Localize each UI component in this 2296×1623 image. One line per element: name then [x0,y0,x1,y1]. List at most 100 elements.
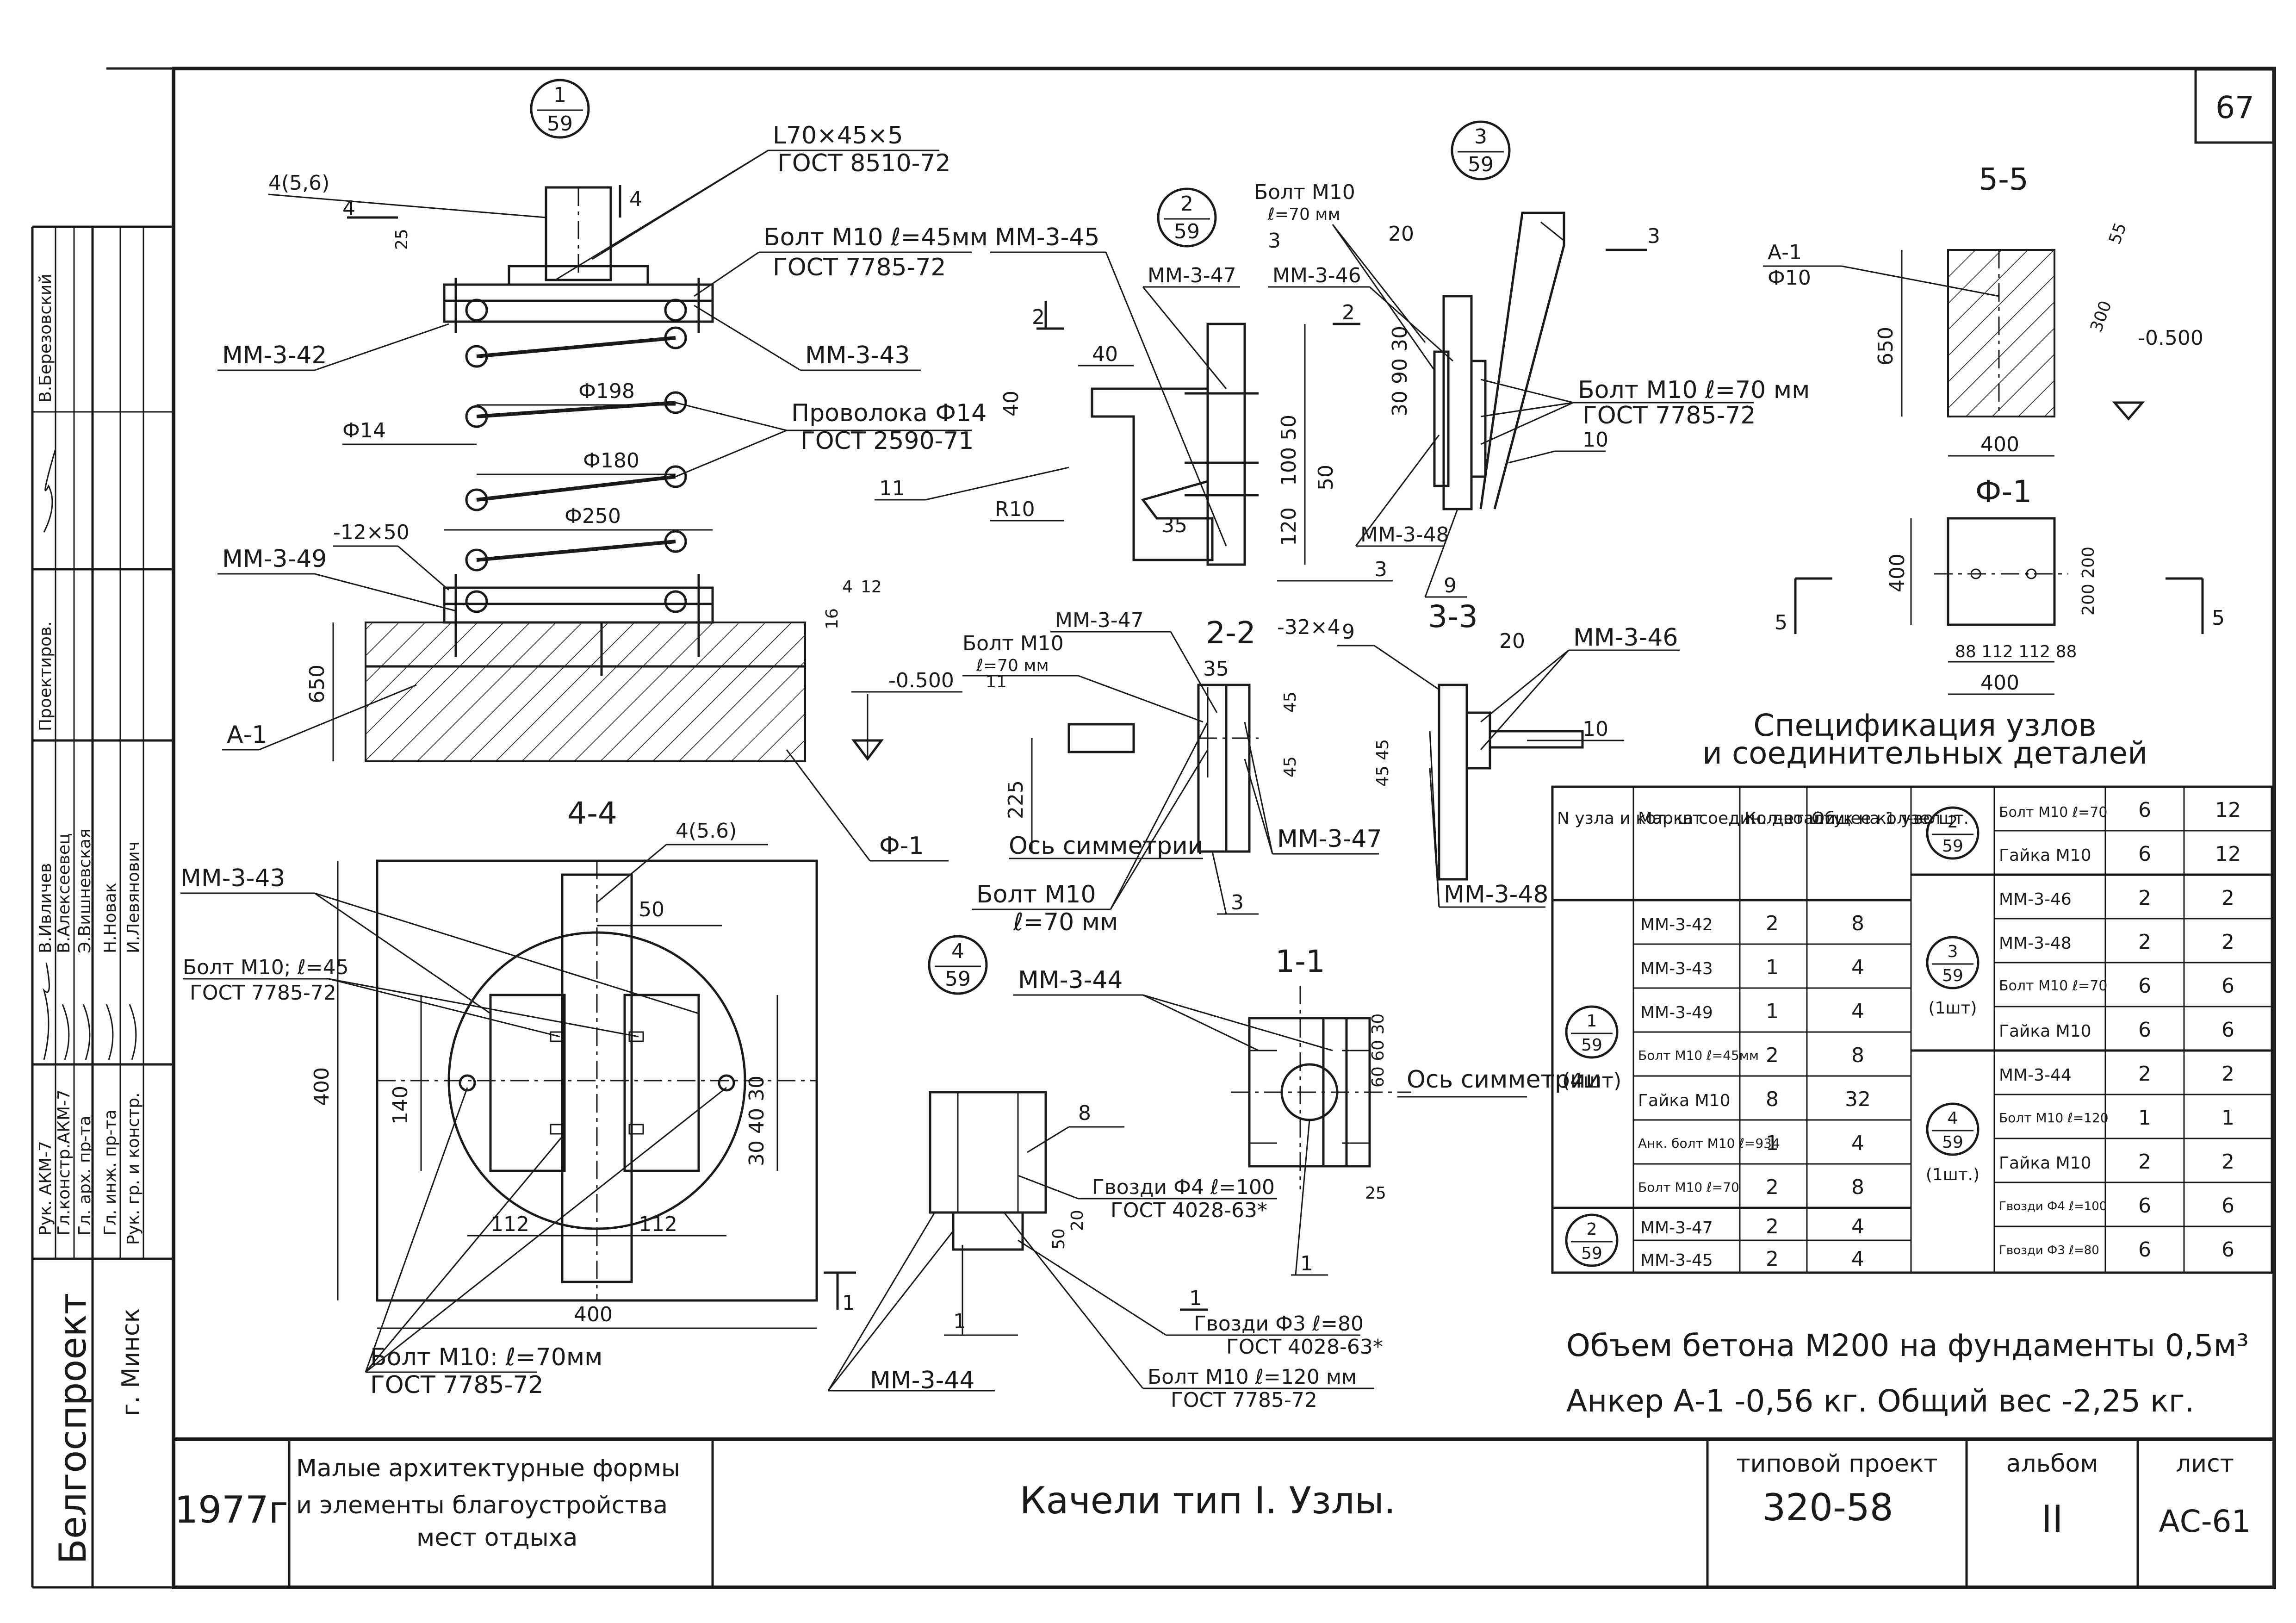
dim-45-b: 45 [1281,756,1300,777]
spec-n4-r1-q: 1 [2138,1106,2151,1130]
label-4-56: 4(5,6) [268,171,329,195]
left-stamp: Рук. АКМ-7 Гл.констр.АКМ-7 Гл. арх. пр-т… [32,227,174,1587]
dim-200200: 200 200 [2079,547,2098,616]
spec-rt-r1-q: 6 [2138,842,2151,866]
album-value: II [2041,1498,2063,1541]
label-gost7785-a: ГОСТ 7785-72 [773,254,946,281]
label-bolt70-a: Болт М10 ℓ=70 мм [1578,376,1810,404]
label-phi10: Ф10 [1768,266,1811,290]
spec-n1-r0-t: 8 [1851,912,1864,935]
org-city: г. Минск [117,1308,145,1416]
dim-650-b: 650 [1874,327,1898,366]
dim-40: 40 [1092,342,1118,366]
spec-n1-r1-q: 1 [1766,956,1779,979]
label-a1-b: А-1 [1768,241,1802,264]
signature-mark [42,962,50,1060]
spec-n3-r3-q: 6 [2138,1018,2151,1042]
spec-n4-r3-t: 6 [2222,1194,2234,1218]
notes: Объем бетона М200 на фундаменты 0,5м³ Ан… [1566,1328,2249,1419]
node-3-den: 59 [1468,153,1494,176]
dim-120: 120 [1277,507,1301,546]
stamp-name-0: В.Ивличев [36,863,55,953]
spec-node-2-num: 2 [1587,1220,1597,1239]
dim-300: 300 [2087,298,2116,335]
spec-n3-r0-t: 2 [2222,886,2234,910]
spec-n3-r2-q: 6 [2138,974,2151,998]
spec-n4-r0-q: 2 [2138,1062,2151,1086]
section-4-4: 4-4 ММ-3-43 Болт М10; ℓ=45 ГОСТ 7785-72 … [180,796,856,1399]
spec-node-4-num: 4 [1948,1109,1958,1128]
spec-n4-r4-mark: Гвозди Ф3 ℓ=80 [1999,1244,2099,1257]
spec-n1-r0-mark: ММ-3-42 [1640,915,1713,934]
spec-n4-r3-mark: Гвозди Ф4 ℓ=100 [1999,1200,2107,1213]
spec-rt-r0-mark: Болт М10 ℓ=70 [1999,804,2107,821]
section-5-5: 5-5 А-1 Ф10 650 300 55 -0.500 400 Ф-1 40… [1763,162,2225,695]
label-11: 11 [879,477,905,500]
spec-header-2: Кол-во штук на 1 узел [1744,809,1941,828]
label-mm346-b: ММ-3-46 [1573,624,1678,652]
spec-node-3-den: 59 [1942,966,1963,985]
spec-n1-r1-mark: ММ-3-43 [1640,959,1713,978]
dim-55: 55 [2105,220,2130,247]
label-d250: Ф250 [565,504,621,528]
spec-n3-r2-t: 6 [2222,974,2234,998]
dim-25: 25 [1365,1184,1386,1203]
dim-4: 4 [842,578,853,597]
dim-20-a: 20 [1388,222,1414,246]
page-number: 67 [2215,90,2254,125]
label-gost4028-a: ГОСТ 4028-63* [1111,1199,1267,1222]
spec-n2-r0-q: 2 [1766,1215,1779,1238]
label-8: 8 [1078,1101,1091,1125]
label-456: 4(5.6) [676,819,737,843]
spec-title-1: Спецификация узлов [1753,708,2096,743]
sec33-title: 3-3 [1428,599,1478,634]
stamp-name-2: Э.Вишневская [75,828,94,953]
sec55-title: 5-5 [1979,162,2029,197]
spec-n2-r1-mark: ММ-3-45 [1640,1251,1713,1270]
org-name: Белгоспроект [51,1293,94,1564]
label-mm343-b: ММ-3-43 [180,864,285,892]
label-angle: L70×45×5 [773,122,903,149]
label-mm348-a: ММ-3-48 [1360,523,1449,547]
title-block: 1977г Малые архитектурные формы и элемен… [174,1439,2251,1587]
dim-50-c: 50 [1049,1228,1068,1250]
stamp-designer: В.Березовский [36,274,55,403]
dim-50-a: 50 [639,898,664,921]
spec-header-0: N узла и кол. шт [1557,809,1702,828]
dim-20-b: 20 [1499,629,1525,653]
spec-header-3: Общее кол-во шт. [1812,809,1969,828]
label-9-b: 9 [1342,620,1355,644]
spec-n3-r3-mark: Гайка М10 [1999,1022,2091,1041]
cut-3-r: 3 [1647,224,1660,248]
label-11-b: 11 [986,672,1007,691]
spec-n1-r6-mark: Болт М10 ℓ=70 [1638,1180,1739,1195]
stamp-role-1: Гл.констр.АКМ-7 [55,1089,74,1236]
spec-n3-r3-t: 6 [2222,1018,2234,1042]
stamp-role-4: Рук. гр. и констр. [124,1092,143,1245]
stamp-name-4: И.Левянович [124,841,143,953]
stamp-proj-label: Проектиров. [36,621,55,731]
node-3-num: 3 [1474,125,1487,149]
spec-n4-r2-q: 2 [2138,1150,2151,1174]
label-wire: Проволока Ф14 [791,399,987,427]
spec-n1-r3-t: 8 [1851,1044,1864,1067]
spec-n4-r1-t: 1 [2222,1106,2234,1130]
label-l70-b: ℓ=70 мм [976,656,1049,675]
cut-4-left: 4 [342,197,355,220]
node-2-num: 2 [1180,192,1193,216]
spring-coils [465,326,687,613]
spec-node-4-den: 59 [1942,1133,1963,1152]
node-1-marker [530,79,590,139]
dim-3090: 30 90 30 [1388,326,1412,417]
spec-node-2b-den: 59 [1942,837,1963,856]
node-2-marker [1157,187,1217,248]
subject-line-3: мест отдыха [416,1524,577,1552]
label-d14: Ф14 [342,419,386,442]
label-boltm10-b: Болт М10 [962,632,1064,655]
spec-n4-r2-mark: Гайка М10 [1999,1154,2091,1173]
dim-35-b: 35 [1203,657,1229,681]
spec-n2-r0-mark: ММ-3-47 [1640,1219,1713,1237]
sheet-value: АС-61 [2159,1504,2251,1539]
dim-112-l: 112 [490,1213,529,1236]
cut-1-b: 1 [1189,1287,1202,1310]
